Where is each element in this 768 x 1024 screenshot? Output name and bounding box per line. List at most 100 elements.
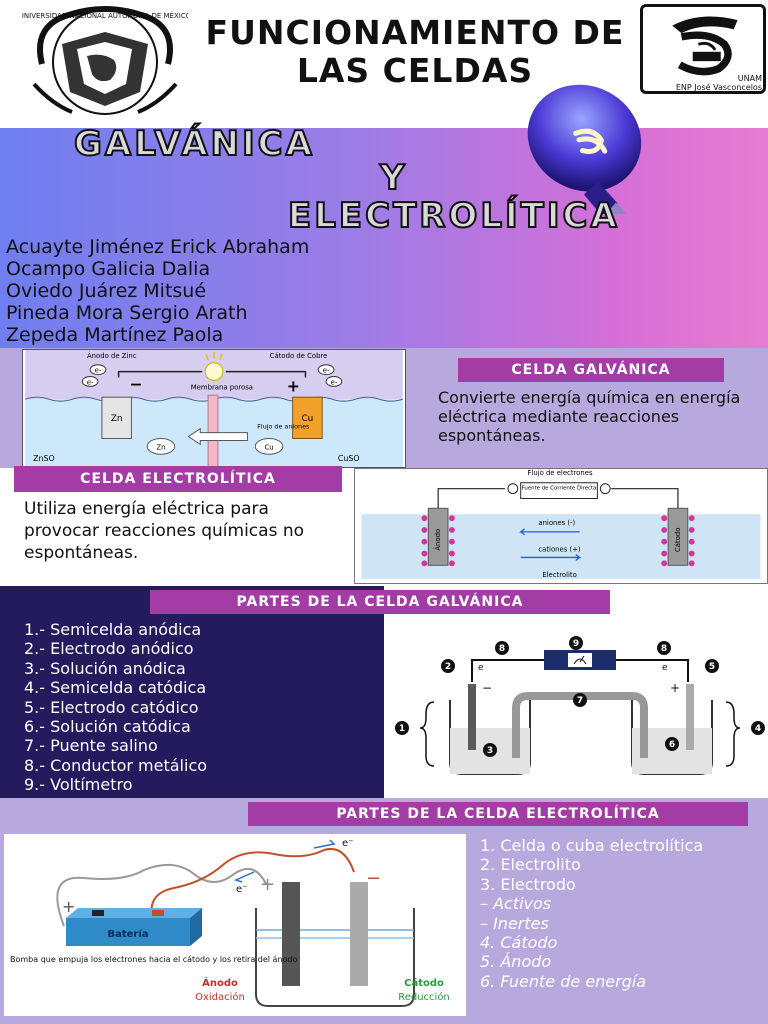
cu-ion-label: Cu: [264, 443, 273, 451]
list-item: 3. Electrodo: [480, 874, 576, 894]
svg-text:8: 8: [499, 644, 505, 654]
author-name: Acuayte Jiménez Erick Abraham: [6, 236, 310, 258]
diagram-anode-label: Ánodo de Zinc: [87, 351, 137, 360]
list-item: 6. Fuente de energía: [480, 971, 647, 991]
svg-text:4: 4: [755, 724, 761, 734]
galvanic-parts-diagram: 9 8 8 2 5 e e − + 7 3 6 1 4: [395, 636, 765, 775]
number-badge: 1: [395, 721, 409, 735]
banner-title-y: Y: [379, 157, 408, 199]
svg-text:6: 6: [669, 740, 675, 750]
svg-text:e: e: [478, 663, 484, 673]
diagram-minus-sign: −: [129, 374, 142, 393]
svg-text:2: 2: [445, 662, 451, 672]
enp-logo-subcaption: ENP José Vasconcelos: [675, 83, 762, 92]
number-badge: 5: [705, 659, 719, 673]
anion-flow-label: Flujo de aniones: [257, 423, 310, 431]
list-item: 2.- Electrodo anódico: [24, 639, 194, 659]
list-item: 3.- Solución anódica: [24, 658, 186, 678]
svg-text:−: −: [366, 868, 381, 889]
svg-text:1: 1: [399, 724, 405, 734]
number-badge: 8: [657, 641, 671, 655]
galvanic-parts-list: 1.- Semicelda anódica 2.- Electrodo anód…: [24, 620, 384, 795]
electron-label: e-: [331, 378, 338, 386]
list-item: 5.- Electrodo catódico: [24, 697, 199, 717]
electron-label: e-: [87, 378, 94, 386]
anions-label: aniones (-): [538, 519, 575, 527]
light-bulb-icon: [527, 84, 642, 214]
galvanic-cell-description: Convierte energía química en energía elé…: [438, 388, 741, 445]
cathode-label: Cátodo: [674, 528, 682, 552]
number-badge: 6: [665, 737, 679, 751]
galvanic-parts-label: PARTES DE LA CELDA GALVÁNICA: [150, 590, 610, 614]
banner-title-electrolitica: ELECTROLÍTICA: [287, 195, 620, 237]
diagram-cathode-label: Cátodo de Cobre: [270, 352, 328, 360]
zinc-electrode-label: Zn: [111, 414, 123, 424]
list-item: 5. Ánodo: [480, 952, 552, 972]
cuso4-label: CuSO: [338, 454, 360, 463]
electrolyte-label: Electrolito: [542, 571, 576, 579]
oxidation-label: Oxidación: [195, 991, 245, 1003]
electrolytic-cell-diagram: Flujo de electrones Fuente de Corriente …: [354, 468, 768, 584]
galvanic-cell-diagram: Ánodo de Zinc Cátodo de Cobre Membrana p…: [22, 349, 406, 468]
list-item: 2. Electrolito: [480, 855, 581, 875]
electron-flow-label: Flujo de electrones: [527, 469, 592, 477]
banner-title-galvanica: GALVÁNICA: [73, 123, 315, 165]
list-item: – Activos: [480, 894, 552, 914]
svg-text:5: 5: [709, 662, 715, 672]
unam-seal-text: UNIVERSIDAD NACIONAL AUTÓNOMA DE MÉXICO: [22, 11, 188, 20]
dc-source-label: Fuente de Corriente Directa: [522, 486, 597, 492]
author-name: Zepeda Martínez Paola: [6, 324, 224, 346]
znso4-label: ZnSO: [33, 454, 55, 463]
svg-text:8: 8: [661, 644, 667, 654]
pump-note: Bomba que empuja los electrones hacia el…: [10, 955, 298, 964]
svg-text:7: 7: [577, 696, 583, 706]
electrolytic-parts-label: PARTES DE LA CELDA ELECTROLÍTICA: [248, 802, 748, 826]
svg-text:9: 9: [573, 639, 579, 649]
electrolytic-parts-diagram: e⁻ e⁻ + − Batería + Bomba que empuja los…: [4, 834, 466, 1016]
author-name: Pineda Mora Sergio Arath: [6, 302, 248, 324]
galvanic-parts-panel: [0, 586, 384, 798]
title-banner: [0, 128, 768, 348]
list-item: 1. Celda o cuba electrolítica: [480, 836, 704, 855]
list-item: 8.- Conductor metálico: [24, 755, 208, 775]
enp-logo-caption: UNAM: [737, 74, 762, 83]
number-badge: 3: [483, 743, 497, 757]
page-title: FUNCIONAMIENTO DE LAS CELDAS: [205, 13, 625, 90]
electrolytic-cell-description: Utiliza energía eléctrica para provocar …: [24, 499, 305, 563]
list-item: 1.- Semicelda anódica: [24, 620, 202, 639]
battery-label: Batería: [107, 928, 148, 940]
reduction-label: Reducción: [398, 991, 450, 1003]
number-badge: 9: [569, 636, 583, 650]
diagram-minus-sign: −: [482, 681, 492, 695]
number-badge: 2: [441, 659, 455, 673]
electrolytic-cell-label: CELDA ELECTROLÍTICA: [14, 466, 342, 492]
authors-list: Acuayte Jiménez Erick Abraham Ocampo Gal…: [6, 236, 526, 346]
svg-text:e: e: [662, 663, 668, 673]
list-item: 4.- Semicelda catódica: [24, 678, 207, 698]
electrolytic-parts-list: 1. Celda o cuba electrolítica 2. Electro…: [480, 836, 766, 991]
enp-logo: [640, 4, 766, 94]
diagram-plus-sign: +: [287, 376, 300, 395]
anode-label: Ánodo: [202, 976, 238, 989]
cations-label: cationes (+): [538, 546, 581, 554]
author-name: Ocampo Galicia Dalia: [6, 258, 211, 280]
svg-text:+: +: [260, 874, 275, 895]
electron-label: e-: [95, 367, 102, 375]
electron-label: e-: [323, 367, 330, 375]
list-item: 9.- Voltímetro: [24, 775, 133, 795]
zn-ion-label: Zn: [156, 443, 165, 451]
list-item: 7.- Puente salino: [24, 736, 158, 756]
cathode-label: Cátodo: [404, 977, 444, 989]
list-item: 6.- Solución catódica: [24, 717, 191, 737]
svg-text:3: 3: [487, 746, 493, 756]
diagram-membrane-label: Membrana porosa: [191, 383, 253, 391]
list-item: 4. Cátodo: [480, 933, 558, 953]
number-badge: 7: [573, 693, 587, 707]
number-badge: 8: [495, 641, 509, 655]
author-name: Oviedo Juárez Mitsué: [6, 280, 207, 302]
number-badge: 4: [751, 721, 765, 735]
electron-label: e⁻: [236, 884, 247, 895]
diagram-plus-sign: +: [670, 681, 680, 695]
anode-label: Ánodo: [433, 529, 442, 551]
copper-electrode-label: Cu: [302, 414, 314, 424]
